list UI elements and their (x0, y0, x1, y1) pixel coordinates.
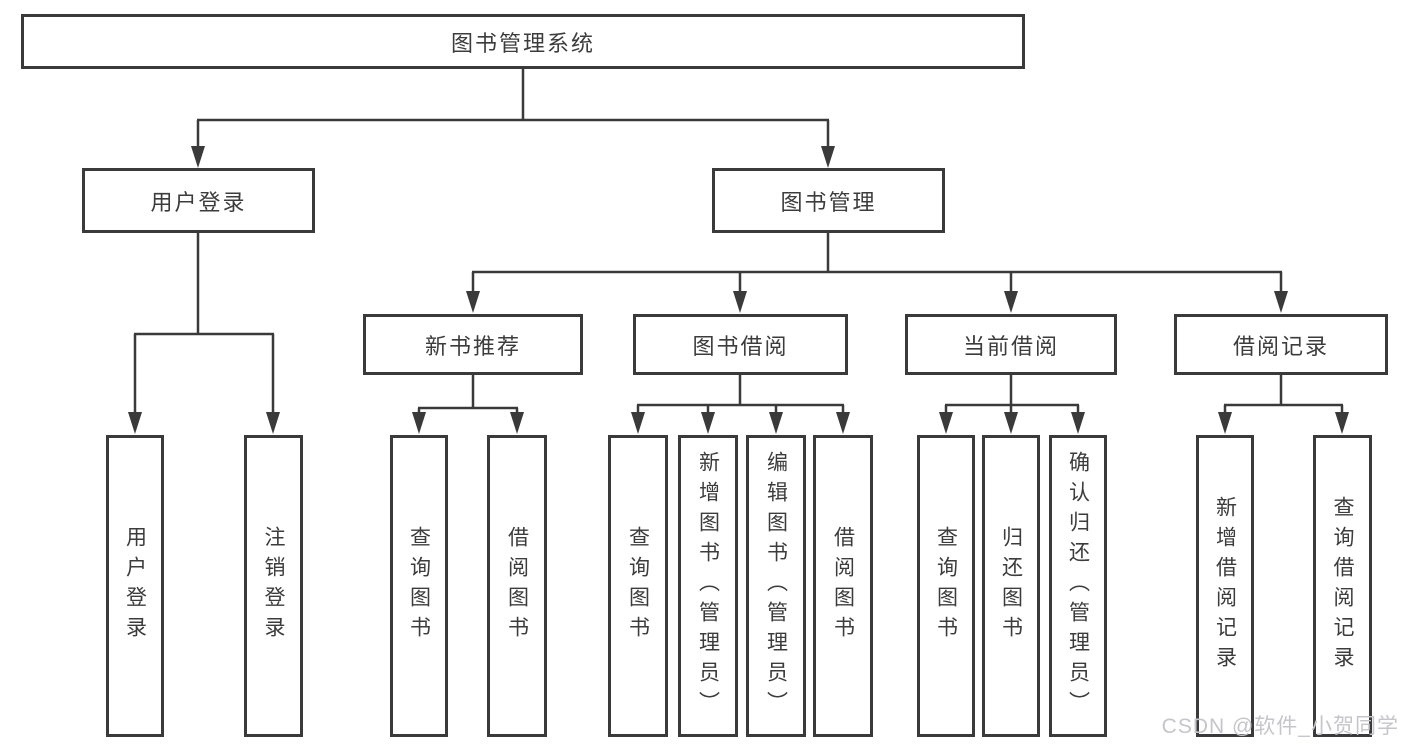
leaf-add-borrow-record: 新增借阅记录 (1196, 435, 1254, 737)
node-label: 用户登录 (150, 189, 247, 215)
leaf-user-login: 用户登录 (106, 435, 164, 737)
node-book-borrowing: 图书借阅 (633, 314, 848, 375)
node-label: 当前借阅 (962, 333, 1059, 359)
node-label: 查询图书 (626, 526, 650, 646)
node-label: 借阅图书 (831, 526, 855, 646)
leaf-query-borrow-record: 查询借阅记录 (1313, 435, 1372, 737)
node-label: 新增图书（管理员） (696, 451, 720, 721)
node-label: 新增借阅记录 (1213, 496, 1237, 676)
leaf-query-books-borrowing: 查询图书 (608, 435, 668, 737)
leaf-query-books-current: 查询图书 (917, 435, 975, 737)
node-label: 查询图书 (407, 526, 431, 646)
leaf-borrow-books-recommend: 借阅图书 (487, 435, 547, 737)
node-label: 新书推荐 (424, 333, 521, 359)
node-label: 图书借阅 (692, 333, 789, 359)
node-label: 查询借阅记录 (1331, 496, 1354, 676)
node-new-book-recommendation: 新书推荐 (363, 314, 583, 375)
node-label: 注销登录 (262, 526, 285, 646)
leaf-add-books-admin: 新增图书（管理员） (678, 435, 738, 737)
node-label: 编辑图书（管理员） (764, 451, 788, 721)
node-library-management-system: 图书管理系统 (21, 14, 1025, 69)
node-label: 查询图书 (934, 526, 958, 646)
leaf-logout: 注销登录 (244, 435, 303, 737)
node-label: 归还图书 (999, 526, 1023, 646)
leaf-query-books-recommend: 查询图书 (390, 435, 448, 737)
node-label: 确认归还（管理员） (1066, 451, 1090, 721)
leaf-borrow-books-borrowing: 借阅图书 (813, 435, 873, 737)
node-book-management: 图书管理 (712, 168, 945, 233)
node-label: 借阅图书 (505, 526, 529, 646)
node-label: 图书管理系统 (450, 30, 595, 56)
leaf-edit-books-admin: 编辑图书（管理员） (746, 435, 806, 737)
node-current-borrowing: 当前借阅 (905, 314, 1117, 375)
leaf-return-books: 归还图书 (982, 435, 1040, 737)
csdn-watermark: CSDN @软件_小贺同学 (1161, 715, 1399, 738)
leaf-confirm-return-admin: 确认归还（管理员） (1049, 435, 1107, 737)
node-label: 借阅记录 (1232, 333, 1329, 359)
node-label: 图书管理 (780, 189, 877, 215)
node-borrowing-records: 借阅记录 (1174, 314, 1388, 375)
node-user-login: 用户登录 (82, 168, 315, 233)
node-label: 用户登录 (123, 526, 147, 646)
